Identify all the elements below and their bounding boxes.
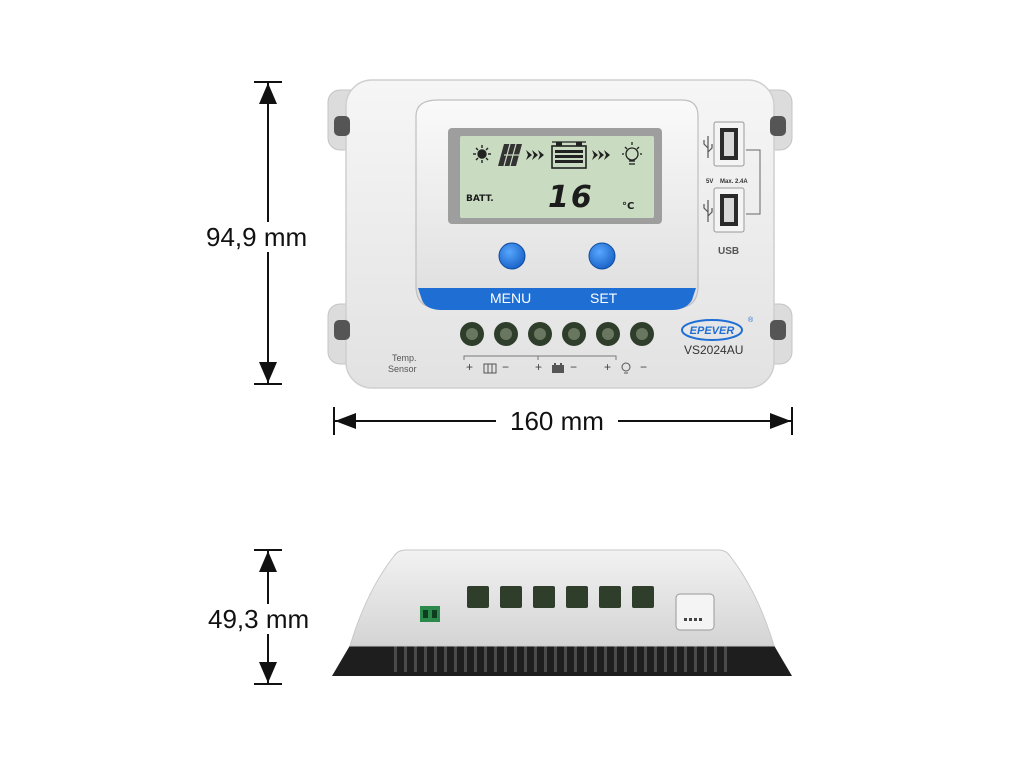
- lcd-temperature-value: 16: [548, 180, 594, 215]
- terminal-screws: [460, 322, 654, 346]
- svg-text:EPEVER: EPEVER: [690, 325, 735, 337]
- solar-minus: −: [502, 360, 510, 374]
- usb-current-label: Max. 2.4A: [720, 179, 748, 185]
- side-height-label: 49,3 mm: [208, 604, 310, 634]
- solar-plus: +: [466, 360, 474, 374]
- set-button[interactable]: [588, 242, 616, 270]
- temp-sensor-label-line2: Sensor: [388, 364, 417, 374]
- epever-logo: EPEVER ®: [681, 316, 754, 341]
- solar-panel-icon: [498, 143, 522, 167]
- sun-icon: [473, 145, 491, 163]
- charge-flow-arrows-icon: [526, 150, 544, 160]
- load-terminal-icon: [621, 362, 631, 374]
- load-minus: −: [640, 360, 648, 374]
- front-view: 94,9 mm 160 mm: [206, 79, 793, 435]
- menu-button[interactable]: [498, 242, 526, 270]
- front-height-label: 94,9 mm: [206, 222, 308, 252]
- menu-label: MENU: [490, 290, 532, 306]
- usb-icon: [703, 136, 713, 158]
- set-label: SET: [590, 290, 618, 306]
- load-flow-arrows-icon: [592, 150, 610, 160]
- usb-voltage-label: 5V: [706, 179, 714, 185]
- battery-icon: [551, 141, 587, 169]
- solar-terminal-icon: [483, 363, 497, 374]
- controller-side: [332, 549, 792, 676]
- battery-plus: +: [535, 360, 543, 374]
- battery-terminal-icon: [552, 363, 564, 373]
- front-width-label: 160 mm: [496, 408, 618, 434]
- usb-label: USB: [718, 246, 740, 257]
- usb-icon: [703, 200, 713, 222]
- side-view: 49,3 mm: [0, 530, 1024, 700]
- terminal-group-lines: [463, 355, 617, 360]
- controller-front: EPEVER ®: [327, 79, 793, 389]
- battery-minus: −: [570, 360, 578, 374]
- lcd-batt-label: BATT.: [466, 194, 494, 204]
- svg-text:®: ®: [748, 316, 754, 324]
- lcd-temperature-unit: °C: [622, 201, 635, 212]
- temp-sensor-label-line1: Temp.: [392, 353, 417, 363]
- light-bulb-icon: [622, 142, 642, 165]
- model-label: VS2024AU: [684, 343, 744, 357]
- load-plus: +: [604, 360, 612, 374]
